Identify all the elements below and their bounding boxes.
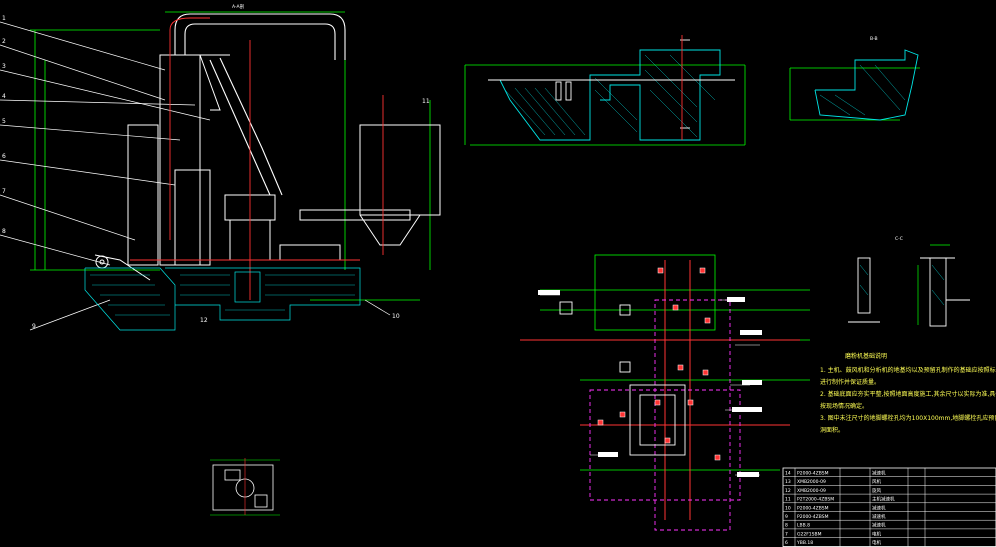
- table-cell-no: 9: [785, 514, 788, 520]
- note-line-2: 进行制作并保证质量。: [820, 378, 880, 386]
- table-cell-no: 6: [785, 540, 788, 546]
- notes-title: 磨粉机基础说明: [845, 352, 887, 360]
- table-cell-code: P2000-4ZBSM: [797, 471, 829, 477]
- table-cell-no: 8: [785, 523, 788, 529]
- table-cell-code: LBB.8: [797, 523, 810, 529]
- callout-9: 9: [32, 323, 36, 330]
- table-cell-code: G22F1SBM: [797, 531, 822, 537]
- callout-4: 4: [2, 93, 6, 100]
- callout-6: 6: [2, 153, 6, 160]
- table-cell-code: P2T2000-4ZBSM: [797, 497, 834, 503]
- detail-views: C-C: [848, 236, 970, 327]
- note-line-4: 按现场情况确定。: [820, 402, 868, 410]
- table-cell-no: 11: [785, 497, 791, 503]
- section-view-c: B-B: [789, 36, 920, 121]
- table-cell-name: 减速机: [872, 513, 886, 520]
- table-cell-name: 风机: [872, 478, 881, 485]
- foundation-plan-view: [520, 254, 810, 531]
- technical-notes: 磨粉机基础说明 1. 主机、鼓风机和分析机的地基均以及预留孔制作的基础应按照标准…: [820, 352, 996, 434]
- table-cell-code: P2000-4ZBSM: [797, 505, 829, 511]
- table-cell-no: 12: [785, 488, 791, 494]
- callout-3: 3: [2, 63, 6, 70]
- table-cell-no: 13: [785, 479, 791, 485]
- section-label-b: B-B: [870, 36, 878, 42]
- note-line-6: 洞面积。: [820, 426, 844, 434]
- callout-7: 7: [2, 188, 6, 195]
- section-label-main: A-A剖: [232, 3, 245, 10]
- table-cell-name: 电机: [872, 530, 881, 537]
- callout-10: 10: [392, 313, 400, 320]
- table-cell-name: 旋风: [872, 487, 881, 494]
- table-cell-name: 减速机: [872, 522, 886, 529]
- table-cell-code: XMB2000-09: [797, 479, 826, 485]
- note-line-1: 1. 主机、鼓风机和分析机的地基均以及预留孔制作的基础应按照标准: [820, 366, 996, 374]
- mini-layout-symbol: [210, 458, 280, 516]
- callout-1: 1: [2, 15, 6, 22]
- table-cell-name: 主机减速机: [872, 496, 895, 503]
- table-cell-name: 减速机: [872, 504, 886, 511]
- table-cell-name: 减速机: [872, 470, 886, 477]
- table-cell-name: 电机: [872, 539, 881, 546]
- table-cell-no: 14: [785, 471, 791, 477]
- table-cell-code: P2000-4ZBSM: [797, 514, 829, 520]
- callout-11: 11: [422, 98, 430, 105]
- note-line-5: 3. 图中未注尺寸的地脚螺栓孔均为100X100mm,地脚螺栓孔应预留50X50…: [820, 414, 996, 422]
- callout-8: 8: [2, 228, 6, 235]
- main-elevation-view: 1 2 3 4 5 6 7 8 9 10 11 12 A-A剖: [0, 3, 441, 331]
- table-cell-no: 7: [785, 531, 788, 537]
- callout-5: 5: [2, 118, 6, 125]
- callout-12: 12: [200, 317, 208, 324]
- table-cell-no: 10: [785, 505, 791, 511]
- section-view-b: [464, 35, 746, 146]
- table-cell-code: XMB2000-09: [797, 488, 826, 494]
- table-cell-code: YBB.18: [796, 540, 813, 546]
- note-line-3: 2. 基础底面应夯实平整,按照地面高度施工,其余尺寸以实际为准,具体位置: [820, 390, 996, 398]
- callout-2: 2: [2, 38, 6, 45]
- section-label-c: C-C: [895, 236, 903, 242]
